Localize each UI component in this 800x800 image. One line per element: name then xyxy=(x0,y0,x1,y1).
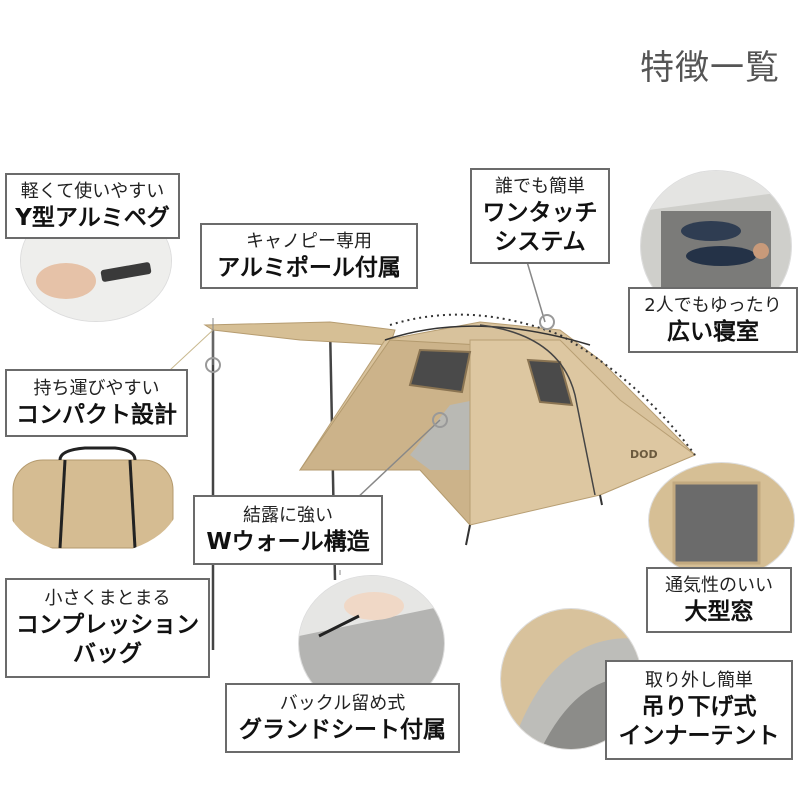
feature-bedroom-title: 広い寝室 xyxy=(667,318,759,345)
feature-bedroom: 2人でもゆったり 広い寝室 xyxy=(628,287,798,353)
feature-inner-tent-title: 吊り下げ式 xyxy=(641,694,757,720)
feature-peg-subtitle: 軽くて使いやすい xyxy=(20,180,165,202)
page-title: 特徴一覧 xyxy=(640,48,780,88)
feature-window-title: 大型窓 xyxy=(684,598,754,625)
feature-compression-bag: 小さくまとまる コンプレッション バッグ xyxy=(5,578,210,678)
feature-inner-tent-subtitle: 取り外し簡単 xyxy=(645,670,753,691)
feature-compression-bag-title-2: バッグ xyxy=(73,641,142,667)
feature-compact-title: コンパクト設計 xyxy=(16,401,177,428)
compression-bag-icon xyxy=(12,446,174,549)
tent-logo: DOD xyxy=(630,448,658,461)
feature-double-wall-title: Wウォール構造 xyxy=(206,528,370,555)
feature-canopy-pole: キャノピー専用 アルミポール付属 xyxy=(200,223,418,289)
feature-compact-subtitle: 持ち運びやすい xyxy=(33,377,160,399)
feature-groundsheet: バックル留め式 グランドシート付属 xyxy=(225,683,460,753)
feature-double-wall: 結露に強い Wウォール構造 xyxy=(193,495,383,565)
feature-window-subtitle: 通気性のいい xyxy=(665,574,773,596)
feature-double-wall-subtitle: 結露に強い xyxy=(243,504,333,526)
feature-one-touch: 誰でも簡単 ワンタッチ システム xyxy=(470,168,610,264)
feature-groundsheet-subtitle: バックル留め式 xyxy=(279,692,406,714)
feature-canopy-pole-title: アルミポール付属 xyxy=(217,254,401,281)
feature-inner-tent: 取り外し簡単 吊り下げ式 インナーテント xyxy=(605,660,793,760)
feature-bedroom-subtitle: 2人でもゆったり xyxy=(644,294,782,316)
window-mesh-icon xyxy=(649,463,794,578)
feature-one-touch-title-2: システム xyxy=(494,229,586,255)
feature-one-touch-subtitle: 誰でも簡単 xyxy=(495,176,585,197)
feature-one-touch-title: ワンタッチ xyxy=(482,200,598,226)
feature-groundsheet-title: グランドシート付属 xyxy=(239,716,446,743)
feature-compact: 持ち運びやすい コンパクト設計 xyxy=(5,369,188,437)
feature-canopy-pole-subtitle: キャノピー専用 xyxy=(246,230,372,252)
feature-peg: 軽くて使いやすい Y型アルミペグ xyxy=(5,173,180,239)
feature-inner-tent-title-2: インナーテント xyxy=(618,723,780,749)
feature-compression-bag-subtitle: 小さくまとまる xyxy=(44,588,171,609)
feature-peg-title: Y型アルミペグ xyxy=(15,204,170,231)
feature-compression-bag-title: コンプレッション xyxy=(15,612,200,638)
feature-window: 通気性のいい 大型窓 xyxy=(646,567,792,633)
bag-photo xyxy=(5,440,180,555)
window-photo xyxy=(648,462,795,579)
